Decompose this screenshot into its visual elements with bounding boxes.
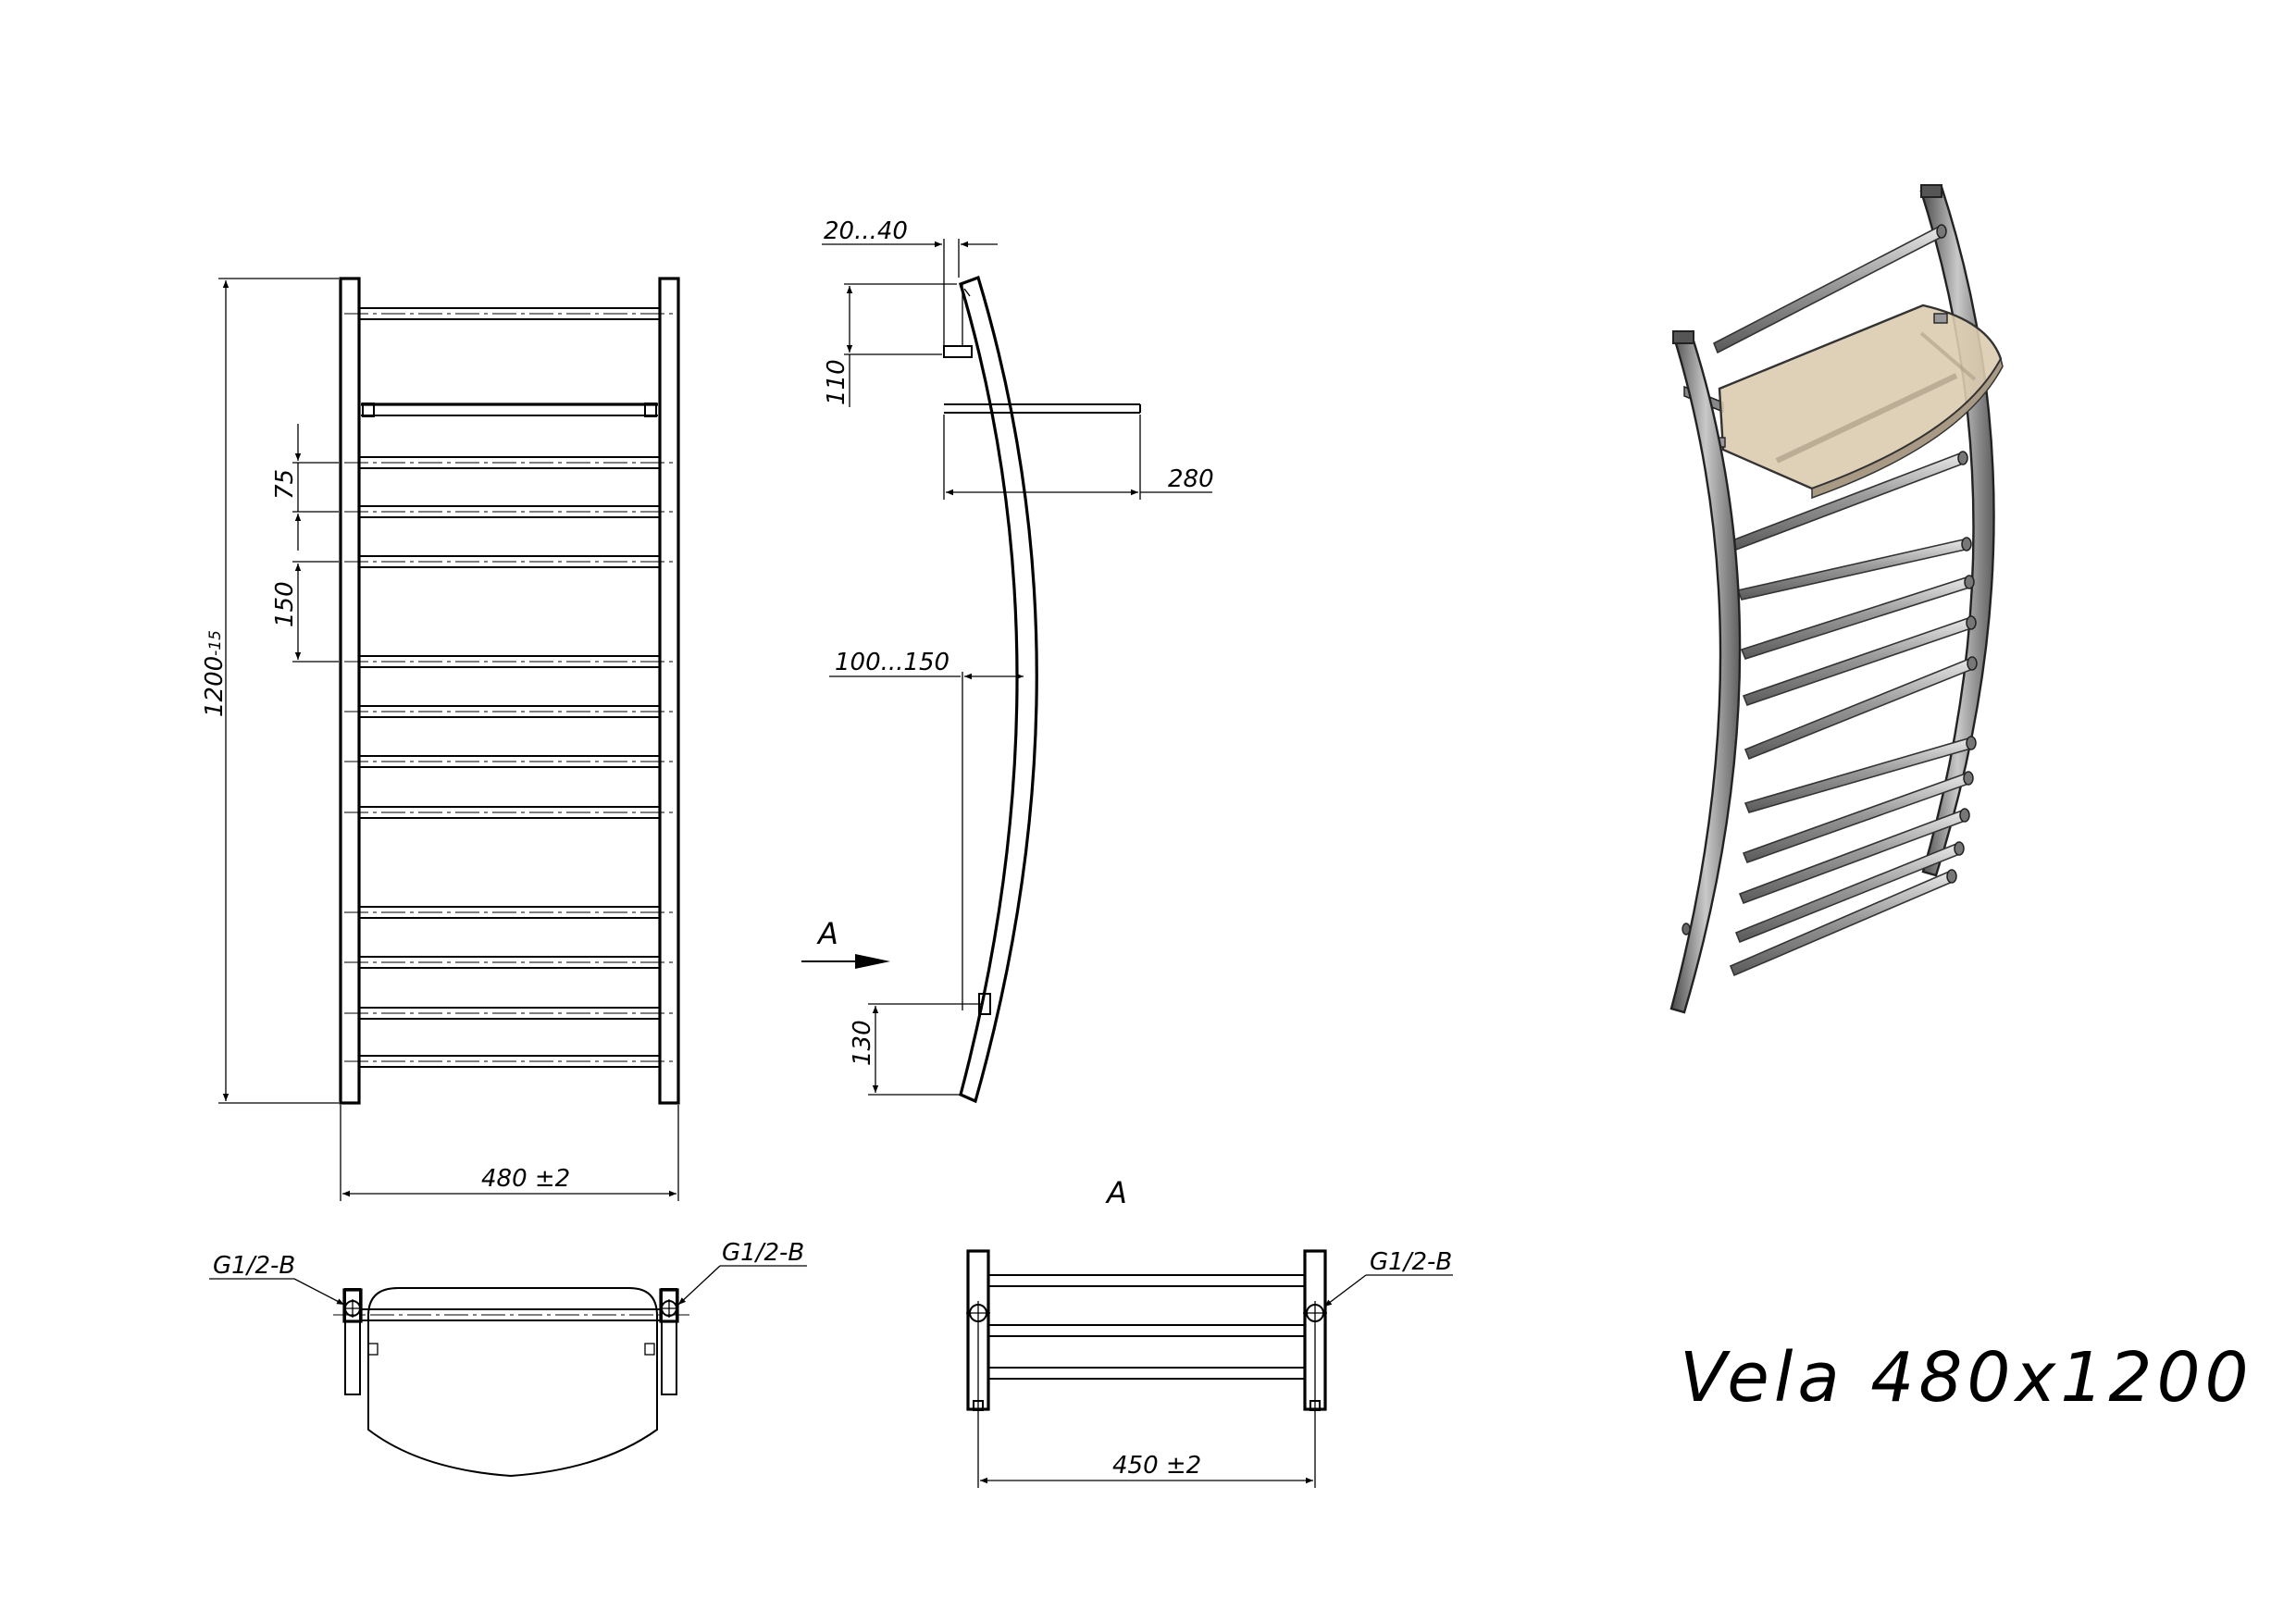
rail bbox=[344, 755, 675, 768]
plan-shelf-outline bbox=[367, 1287, 658, 1478]
view-a-thread-label: G1/2-B bbox=[1370, 1248, 1452, 1276]
rail bbox=[344, 806, 675, 819]
view-a-width-label: 450 ±2 bbox=[1112, 1452, 1201, 1480]
render-left-upright bbox=[1669, 333, 1742, 1014]
width-dim-label: 480 ±2 bbox=[481, 1165, 570, 1193]
view-arrow-a: A bbox=[801, 916, 890, 969]
view-a: A G1/2-B bbox=[966, 1175, 1453, 1488]
side-shelf bbox=[944, 403, 1141, 414]
height-dimension: 1200-15 bbox=[201, 278, 339, 1104]
view-a-left-fitting bbox=[966, 1301, 990, 1325]
offset-top-label: 20...40 bbox=[824, 217, 908, 245]
rail bbox=[344, 1055, 675, 1068]
right-valve-fitting bbox=[659, 1288, 679, 1323]
offset-top-dimension: 20...40 bbox=[822, 217, 998, 346]
thread-right-callout: G1/2-B bbox=[677, 1239, 807, 1306]
thread-right-label: G1/2-B bbox=[722, 1239, 804, 1267]
left-upright bbox=[339, 277, 361, 1105]
view-a-rails bbox=[988, 1274, 1305, 1380]
bracket-top-dimension: 110 bbox=[823, 283, 957, 407]
rail bbox=[344, 705, 675, 718]
view-a-thread-callout: G1/2-B bbox=[1323, 1248, 1453, 1307]
view-a-width-dimension: 450 ±2 bbox=[977, 1325, 1316, 1488]
shelf-depth-label: 280 bbox=[1168, 465, 1214, 493]
rail bbox=[344, 956, 675, 969]
rail bbox=[344, 1007, 675, 1020]
shelf-rail bbox=[361, 403, 658, 417]
bracket-top-label: 110 bbox=[823, 359, 850, 405]
curved-upright bbox=[959, 275, 1038, 1104]
bottom-view: G1/2-B G1/2-B bbox=[209, 1239, 807, 1478]
front-rails bbox=[344, 307, 675, 1068]
render-right-upright bbox=[1919, 185, 1995, 877]
rail bbox=[344, 906, 675, 919]
left-valve-fitting bbox=[342, 1288, 363, 1323]
offset-mid-dimension: 100...150 bbox=[829, 649, 1024, 1010]
thread-left-label: G1/2-B bbox=[213, 1252, 295, 1280]
width-dimension: 480 ±2 bbox=[340, 1105, 679, 1201]
view-a-label: A bbox=[1105, 1175, 1127, 1210]
height-dim-label: 1200-15 bbox=[201, 630, 229, 717]
rail bbox=[344, 456, 675, 469]
front-view: 1200-15 75 150 480 ±2 bbox=[201, 277, 680, 1201]
thread-left-callout: G1/2-B bbox=[209, 1252, 345, 1306]
rail bbox=[344, 505, 675, 518]
spacing-small-label: 75 bbox=[271, 469, 299, 500]
bracket-bottom-label: 130 bbox=[849, 1020, 876, 1066]
product-title: Vela 480x1200 bbox=[1680, 1338, 2253, 1418]
top-bracket bbox=[943, 283, 973, 358]
bracket-bottom-dimension: 130 bbox=[849, 1003, 983, 1096]
rail bbox=[344, 655, 675, 668]
rail bbox=[344, 555, 675, 568]
view-a-right-fitting bbox=[1303, 1301, 1327, 1325]
view-marker-label: A bbox=[816, 916, 838, 951]
render-3d bbox=[1669, 184, 2004, 1014]
offset-mid-label: 100...150 bbox=[835, 649, 949, 676]
rail bbox=[344, 307, 675, 320]
side-view: 20...40 110 280 100...150 bbox=[801, 217, 1214, 1104]
spacing-150-dimension: 150 bbox=[271, 561, 339, 663]
render-rail-ends bbox=[1936, 224, 1978, 884]
right-upright bbox=[658, 277, 680, 1105]
spacing-75-dimension: 75 bbox=[271, 424, 339, 551]
shelf-depth-dimension: 280 bbox=[943, 415, 1214, 500]
render-rails bbox=[1712, 225, 1977, 977]
spacing-large-label: 150 bbox=[271, 581, 299, 627]
